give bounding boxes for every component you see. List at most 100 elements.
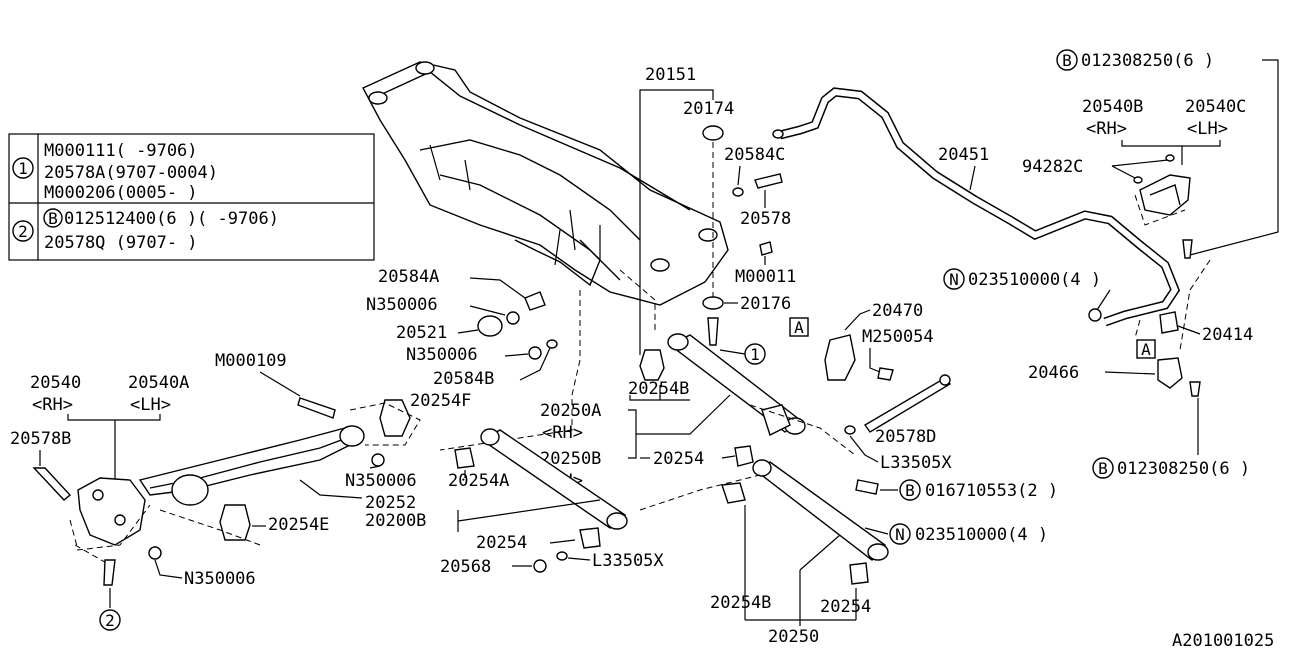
label-20540B: 20540B	[1082, 97, 1143, 117]
callout-marker-1	[744, 343, 766, 365]
label-20540A-LH: <LH>	[130, 395, 171, 415]
label-20200B: 20200B	[365, 511, 426, 531]
legend-border	[8, 133, 375, 261]
legend-marker-2-text: 2	[18, 222, 28, 241]
bushing-20254B-top	[639, 349, 665, 381]
label-20584C: 20584C	[724, 145, 785, 165]
bolt-20466	[1189, 381, 1201, 397]
label-20254B-top: 20254B	[628, 379, 689, 399]
label-20250: 20250	[768, 627, 819, 647]
b-marker-016710553-text: B	[905, 481, 915, 500]
legend-row1-line2: 20578A(9707-0004)	[44, 163, 218, 183]
bushing-20174	[702, 125, 724, 141]
label-20254B-bot: 20254B	[710, 593, 771, 613]
legend-row1-line1: M000111( -9706)	[44, 141, 198, 161]
nut-N350006-b	[528, 346, 542, 360]
bracket-20470	[824, 334, 856, 381]
label-20540: 20540	[30, 373, 81, 393]
b-marker-016710553	[899, 479, 921, 501]
label-L33505X-mid: L33505X	[880, 453, 952, 473]
label-N023510000-up: 023510000(4 )	[968, 270, 1101, 290]
label-N350006-b: N350006	[406, 345, 478, 365]
label-M00011: M00011	[735, 267, 796, 287]
bolt-016710553	[855, 479, 879, 495]
bushing-20254F	[379, 399, 411, 437]
bushing-20254A	[454, 447, 475, 469]
b-marker-012308250-bot	[1092, 457, 1114, 479]
ref-box-A-2-text: A	[1141, 340, 1151, 359]
bolt-under-20176	[707, 317, 719, 346]
washer-L33505X-low	[556, 551, 568, 561]
callout-marker-1-text: 1	[750, 345, 760, 364]
washer-20584B	[546, 339, 558, 349]
legend-b-marker	[43, 208, 63, 228]
bushing-20254-bot	[849, 562, 869, 585]
label-20584B: 20584B	[433, 369, 494, 389]
bracket-20540	[77, 477, 146, 546]
label-20470: 20470	[872, 301, 923, 321]
label-20254F: 20254F	[410, 391, 471, 411]
washer-20584A	[524, 291, 546, 311]
label-20254E: 20254E	[268, 515, 329, 535]
label-20252: 20252	[365, 493, 416, 513]
label-20540A: 20540A	[128, 373, 189, 393]
bushing-20254-low	[579, 527, 601, 549]
label-20540C-LH: <LH>	[1187, 119, 1228, 139]
washer-20584C	[732, 187, 744, 197]
label-20540B-RH: <RH>	[1086, 119, 1127, 139]
label-20578B: 20578B	[10, 429, 71, 449]
label-20568: 20568	[440, 557, 491, 577]
label-20254-mid: 20254	[653, 449, 704, 469]
bushing-20414	[1159, 311, 1179, 334]
nut-N350006-a	[506, 311, 520, 325]
label-20151: 20151	[645, 65, 696, 85]
legend-table: 1 M000111( -9706) 20578A(9707-0004) M000…	[8, 133, 375, 261]
label-20250A: 20250A	[540, 401, 601, 421]
legend-marker-1	[12, 157, 34, 179]
label-20540C: 20540C	[1185, 97, 1246, 117]
bushing-20252-front	[171, 474, 209, 506]
b-marker-012308250-top	[1056, 49, 1078, 71]
bushing-link-end	[761, 404, 791, 436]
bushing-20254-mid	[734, 445, 754, 467]
nut-N023510000-up	[1088, 308, 1102, 322]
label-20254-bot: 20254	[820, 597, 871, 617]
label-N350006-d: N350006	[184, 569, 256, 589]
label-20254-low: 20254	[476, 533, 527, 553]
n-marker-023510000-up	[943, 268, 965, 290]
n-marker-023510000-up-text: N	[949, 270, 959, 289]
b-marker-012308250-bot-text: B	[1098, 459, 1108, 478]
bushing-20254B-bot	[721, 482, 746, 504]
n-marker-023510000-low-text: N	[895, 525, 905, 544]
ref-box-A-1	[789, 317, 809, 337]
label-M250054: M250054	[862, 327, 934, 347]
bushing-20176	[702, 296, 724, 310]
label-94282C: 94282C	[1022, 157, 1083, 177]
label-B012308250-bot: 012308250(6 )	[1117, 459, 1250, 479]
legend-marker-1-text: 1	[18, 159, 28, 178]
label-20540-RH: <RH>	[32, 395, 73, 415]
bolt-marker-2	[103, 559, 116, 586]
legend-row2-line2: 20578Q (9707- )	[44, 233, 198, 253]
label-M000109: M000109	[215, 351, 287, 371]
bracket-20466	[1157, 357, 1183, 389]
crossmember-20151	[362, 61, 729, 306]
ref-box-A-1-text: A	[794, 318, 804, 337]
label-20414: 20414	[1202, 325, 1253, 345]
bushing-20254E	[219, 504, 251, 541]
label-20584A: 20584A	[378, 267, 439, 287]
ref-box-A-2	[1136, 339, 1156, 359]
bolt-M000109	[297, 397, 336, 419]
callout-marker-2-text: 2	[105, 611, 115, 630]
label-B012308250-top: 012308250(6 )	[1081, 51, 1214, 71]
legend-row1-line3: M000206(0005- )	[44, 183, 198, 203]
label-20174: 20174	[683, 99, 734, 119]
label-20254A: 20254A	[448, 471, 509, 491]
label-20250B: 20250B	[540, 449, 601, 469]
label-N350006-c: N350006	[345, 471, 417, 491]
bolt-20578D	[863, 377, 952, 433]
label-20250A-RH: <RH>	[542, 423, 583, 443]
label-L33505X-low: L33505X	[592, 551, 664, 571]
